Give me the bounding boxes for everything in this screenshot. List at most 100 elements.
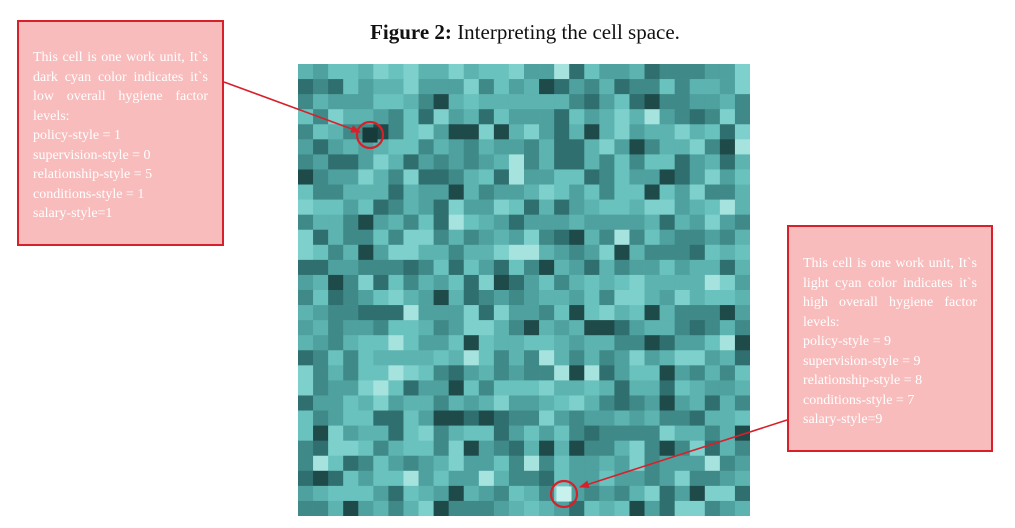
low-relationship-style: relationship-style = 5 bbox=[33, 167, 153, 182]
grid-cell bbox=[629, 485, 645, 502]
grid-cell bbox=[539, 124, 555, 140]
grid-cell bbox=[539, 274, 555, 291]
grid-cell bbox=[524, 184, 540, 200]
grid-cell bbox=[719, 440, 736, 457]
grid-cell bbox=[659, 335, 676, 351]
grid-cell bbox=[659, 214, 676, 231]
grid-cell bbox=[734, 139, 750, 155]
grid-cell bbox=[298, 425, 314, 442]
figure-label: Figure 2: bbox=[370, 20, 452, 44]
grid-cell bbox=[328, 139, 344, 155]
grid-cell bbox=[403, 94, 419, 110]
grid-cell bbox=[358, 109, 374, 125]
grid-cell bbox=[478, 259, 495, 276]
grid-cell bbox=[343, 199, 359, 216]
grid-cell bbox=[478, 425, 495, 442]
grid-cell bbox=[493, 64, 510, 80]
grid-cell bbox=[569, 410, 585, 426]
grid-cell bbox=[433, 169, 450, 185]
grid-cell bbox=[298, 485, 314, 502]
grid-cell bbox=[388, 124, 404, 140]
grid-cell bbox=[734, 229, 750, 246]
grid-cell bbox=[539, 184, 555, 200]
grid-cell bbox=[584, 214, 600, 231]
grid-cell bbox=[659, 79, 676, 95]
grid-cell bbox=[539, 335, 555, 351]
grid-cell bbox=[448, 380, 465, 396]
grid-cell bbox=[554, 470, 570, 487]
grid-cell bbox=[403, 64, 419, 80]
grid-cell bbox=[328, 350, 344, 366]
grid-cell bbox=[418, 365, 434, 381]
grid-cell bbox=[403, 305, 419, 321]
grid-cell bbox=[539, 214, 555, 231]
grid-cell bbox=[569, 229, 585, 246]
grid-cell bbox=[328, 485, 344, 502]
grid-cell bbox=[328, 455, 344, 472]
grid-cell bbox=[524, 79, 540, 95]
grid-cell bbox=[478, 500, 495, 516]
grid-cell bbox=[584, 410, 600, 426]
grid-cell bbox=[328, 380, 344, 396]
grid-cell bbox=[298, 274, 314, 291]
grid-cell bbox=[584, 139, 600, 155]
grid-cell bbox=[539, 485, 555, 502]
grid-cell bbox=[644, 320, 660, 336]
grid-cell bbox=[674, 455, 691, 472]
grid-cell bbox=[719, 229, 736, 246]
grid-cell bbox=[343, 410, 359, 426]
grid-cell bbox=[719, 139, 736, 155]
grid-cell bbox=[313, 380, 329, 396]
grid-cell bbox=[614, 199, 630, 216]
grid-cell bbox=[584, 290, 600, 306]
grid-cell bbox=[719, 500, 736, 516]
grid-cell bbox=[599, 109, 615, 125]
grid-cell bbox=[734, 350, 750, 366]
grid-cell bbox=[614, 320, 630, 336]
grid-cell bbox=[584, 94, 600, 110]
grid-cell bbox=[313, 154, 329, 170]
grid-cell bbox=[373, 455, 389, 472]
grid-cell bbox=[328, 365, 344, 381]
grid-cell bbox=[328, 199, 344, 216]
grid-cell bbox=[539, 380, 555, 396]
grid-cell bbox=[403, 79, 419, 95]
grid-cell bbox=[493, 94, 510, 110]
grid-cell bbox=[599, 64, 615, 80]
grid-cell bbox=[358, 365, 374, 381]
low-supervision-style: supervision-style = 0 bbox=[33, 147, 151, 163]
grid-cell bbox=[569, 124, 585, 140]
grid-cell bbox=[388, 290, 404, 306]
grid-cell bbox=[599, 244, 615, 261]
grid-cell bbox=[313, 365, 329, 381]
grid-cell bbox=[659, 305, 676, 321]
grid-cell bbox=[614, 244, 630, 261]
grid-cell bbox=[704, 290, 721, 306]
grid-cell bbox=[478, 485, 495, 502]
grid-cell bbox=[689, 290, 706, 306]
grid-cell bbox=[478, 410, 495, 426]
grid-cell bbox=[298, 214, 314, 231]
grid-cell bbox=[508, 380, 525, 396]
grid-cell bbox=[614, 455, 630, 472]
grid-cell bbox=[644, 455, 660, 472]
grid-cell bbox=[403, 109, 419, 125]
grid-cell bbox=[554, 305, 570, 321]
grid-cell bbox=[328, 305, 344, 321]
grid-cell bbox=[358, 485, 374, 502]
grid-cell bbox=[508, 94, 525, 110]
grid-cell bbox=[478, 305, 495, 321]
grid-cell bbox=[584, 320, 600, 336]
grid-cell bbox=[433, 229, 450, 246]
grid-cell bbox=[584, 109, 600, 125]
grid-cell bbox=[478, 455, 495, 472]
grid-cell bbox=[463, 410, 480, 426]
grid-cell bbox=[403, 425, 419, 442]
grid-cell bbox=[689, 199, 706, 216]
grid-cell bbox=[689, 139, 706, 155]
grid-cell bbox=[704, 455, 721, 472]
grid-cell bbox=[599, 199, 615, 216]
grid-cell bbox=[313, 455, 329, 472]
grid-cell bbox=[704, 274, 721, 291]
grid-cell bbox=[508, 79, 525, 95]
